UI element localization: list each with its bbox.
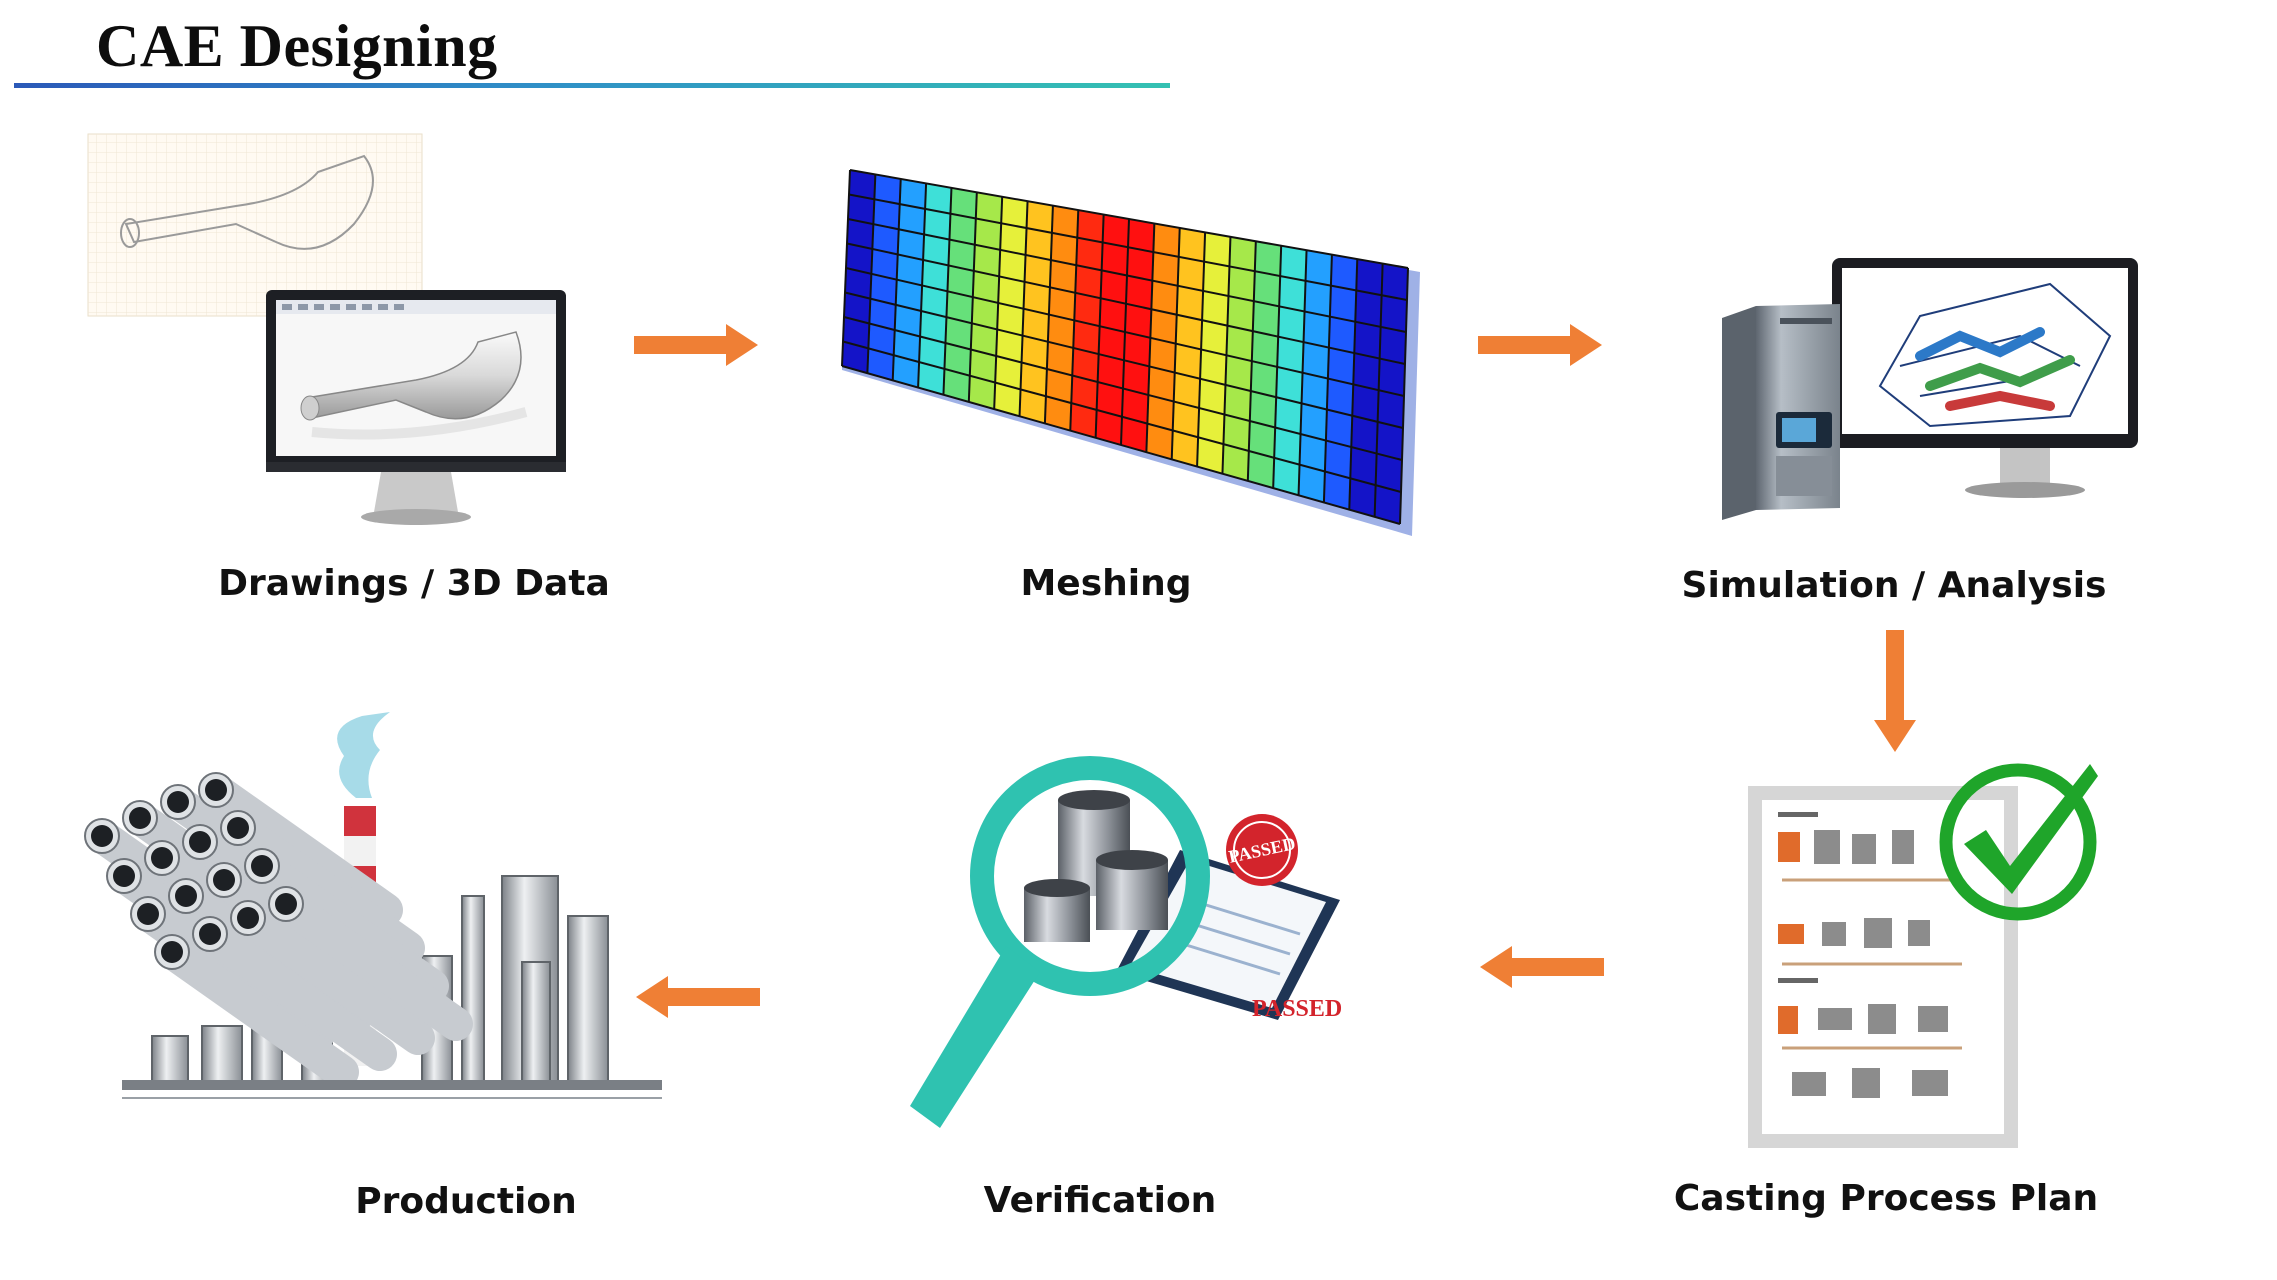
step-label-verification: Verification	[983, 1180, 1217, 1221]
arrow-right-icon	[634, 324, 760, 366]
title-underline	[14, 83, 1170, 88]
step-label-production: Production	[355, 1181, 577, 1222]
clipboard-icon	[1116, 850, 1340, 1020]
check-icon	[1939, 763, 2098, 921]
drawings-illustration	[86, 132, 586, 532]
passed-stamp-icon: PASSED	[1226, 814, 1298, 886]
mesh-heatmap-icon	[840, 160, 1420, 546]
step-label-casting: Casting Process Plan	[1673, 1178, 2099, 1219]
arrow-left-icon	[634, 976, 760, 1018]
workstation-icon	[1720, 256, 2140, 526]
arrow-down-icon	[1874, 630, 1916, 754]
page-title: CAE Designing	[96, 13, 498, 79]
passed-caption: PASSED	[1252, 996, 1342, 1022]
sketch-icon	[87, 133, 423, 317]
monitor-icon	[266, 290, 566, 525]
process-plan-icon	[1742, 756, 2102, 1156]
verification-illustration: PASSED PASSED	[900, 750, 1360, 1150]
factory-icon	[62, 706, 662, 1116]
magnifier-icon	[910, 756, 1210, 1128]
step-label-simulation: Simulation / Analysis	[1681, 565, 2107, 606]
step-label-meshing: Meshing	[1020, 563, 1192, 604]
step-label-drawings: Drawings / 3D Data	[218, 563, 610, 604]
arrow-right-icon	[1478, 324, 1604, 366]
arrow-left-icon	[1478, 946, 1604, 988]
